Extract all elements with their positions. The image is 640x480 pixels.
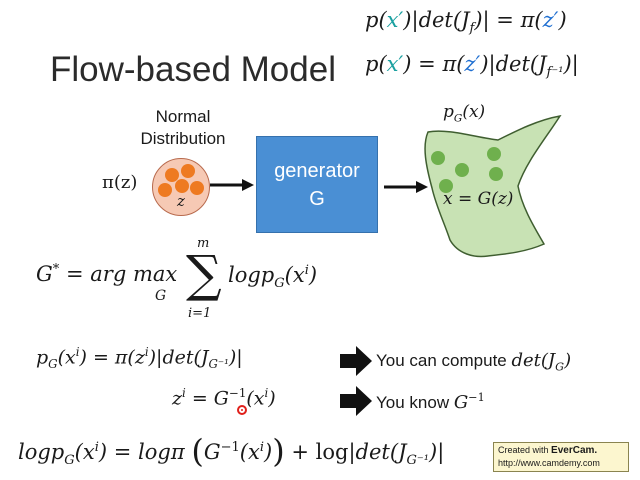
arrow-to-generator <box>210 179 254 191</box>
equation-density-inverse: p(x′) = π(z′)|det(Jf⁻¹)| <box>365 52 579 81</box>
mapping-label: x = G(z) <box>443 189 514 209</box>
generated-distribution-label: pG(x) <box>443 102 486 125</box>
equation-inverse-mapping: zi = G−1(xi) <box>172 386 276 410</box>
prior-label: π(z) <box>102 172 138 193</box>
summation-upper-limit: m <box>197 236 210 251</box>
sample-dot <box>158 183 172 197</box>
equation-log-likelihood: logpG(xi) = logπ (G−1(xi)) + log|det(JG⁻… <box>18 432 445 470</box>
argmax-subscript: G <box>155 288 167 304</box>
summation-symbol: ∑ <box>186 245 222 303</box>
generated-dot <box>455 163 469 177</box>
generator-symbol: G <box>309 187 325 210</box>
summation-lower-limit: i=1 <box>188 306 212 321</box>
normal-distribution-circle: z <box>152 158 210 216</box>
generator-box: generator G <box>256 136 378 233</box>
slide-title: Flow-based Model <box>50 50 336 89</box>
generated-dot <box>487 147 501 161</box>
generated-distribution-shape <box>424 114 562 258</box>
equation-generated-density: pG(xi) = π(zi)|det(JG⁻¹)| <box>36 345 243 372</box>
generated-dot <box>489 167 503 181</box>
watermark-line1: Created with EverCam. <box>498 445 598 456</box>
watermark-badge: Created with EverCam. http://www.camdemy… <box>493 442 629 472</box>
generated-dot <box>431 151 445 165</box>
sample-dot <box>175 179 189 193</box>
normal-distribution-label: Normal Distribution <box>140 107 226 148</box>
watermark-line2: http://www.camdemy.com <box>498 458 600 468</box>
sample-dot <box>165 168 179 182</box>
objective-lhs: G* = arg max <box>36 262 178 286</box>
sample-dot <box>190 181 204 195</box>
generated-dot <box>439 179 453 193</box>
arrow-note-inverse <box>340 386 372 416</box>
latent-variable-label: z <box>177 192 185 210</box>
note-compute-determinant: You can compute det(JG) <box>376 350 572 374</box>
equation-density-forward: p(x′)|det(Jf)| = π(z′) <box>365 8 567 37</box>
arrow-note-compute <box>340 346 372 376</box>
arrow-to-output <box>384 181 428 193</box>
sample-dot <box>181 164 195 178</box>
objective-rhs: logpG(xi) <box>228 263 318 292</box>
note-know-inverse: You know G−1 <box>376 391 485 413</box>
pointer-cursor <box>237 405 247 415</box>
generator-label: generator <box>274 159 360 182</box>
